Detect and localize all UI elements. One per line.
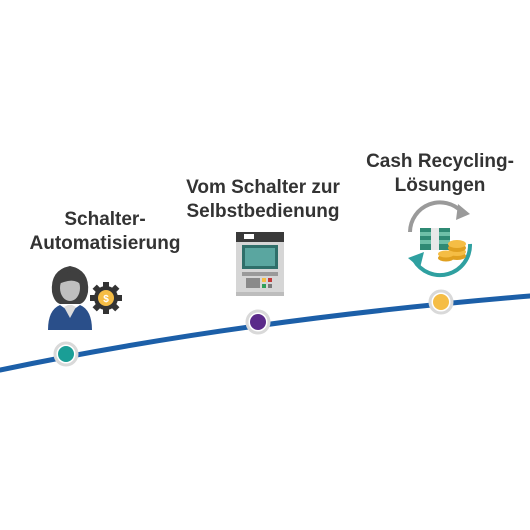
teller-person-with-coin-gear-icon: $	[48, 266, 122, 330]
svg-text:$: $	[103, 294, 109, 305]
stage-2-label-line2: Selbstbedienung	[186, 201, 340, 222]
stage-1-label: Schalter- Automatisierung	[20, 208, 190, 256]
stage-2-label-line1: Vom Schalter zur	[186, 177, 340, 198]
marker-stage-2	[245, 309, 271, 335]
stage-3-label-line2: Lösungen	[394, 175, 486, 196]
cash-recycling-icon	[408, 200, 473, 278]
stage-1-label-line1: Schalter-	[64, 209, 146, 230]
marker-stage-3	[428, 289, 454, 315]
atm-machine-icon	[236, 232, 284, 296]
marker-stage-1	[53, 341, 79, 367]
stage-3-label: Cash Recycling- Lösungen	[355, 150, 525, 198]
stage-2-label: Vom Schalter zur Selbstbedienung	[168, 176, 358, 224]
stage-1-label-line2: Automatisierung	[29, 233, 181, 254]
stage-3-label-line1: Cash Recycling-	[366, 151, 514, 172]
